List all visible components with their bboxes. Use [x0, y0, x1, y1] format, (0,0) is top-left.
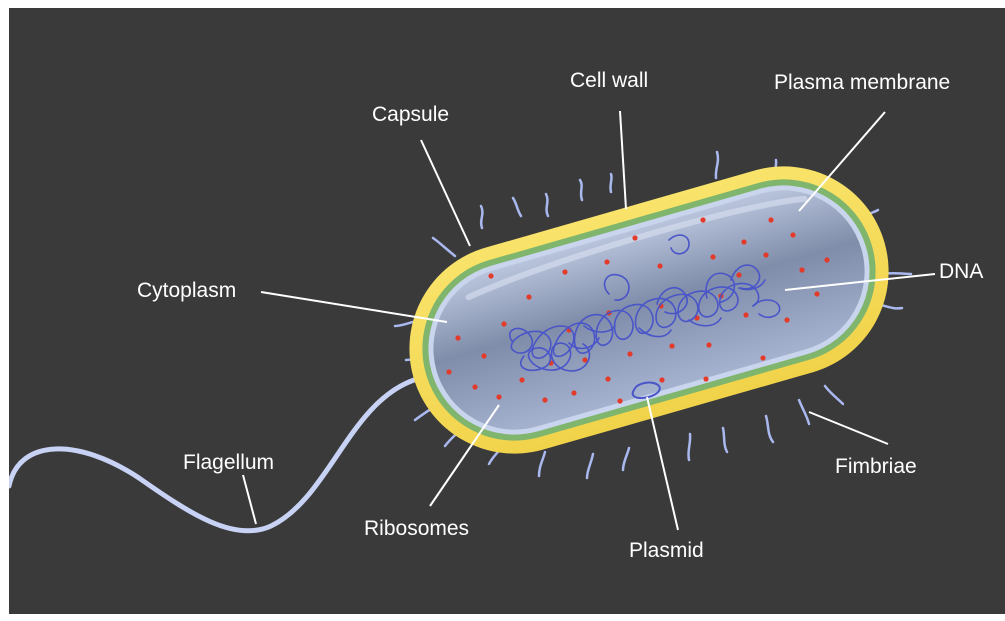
bacterial-cell-diagram: Capsule Cell wall Plasma membrane Cytopl…: [9, 8, 1005, 614]
leader-plasmid: [647, 397, 678, 530]
label-fimbriae: Fimbriae: [835, 456, 917, 477]
leader-capsule: [421, 140, 470, 246]
label-plasma-membrane: Plasma membrane: [774, 72, 950, 93]
leader-fimbriae: [809, 412, 888, 444]
leader-flagellum: [243, 475, 256, 524]
label-flagellum: Flagellum: [183, 452, 274, 473]
leader-cell-wall: [620, 111, 626, 209]
label-ribosomes: Ribosomes: [364, 518, 469, 539]
label-capsule: Capsule: [372, 104, 449, 125]
diagram-svg: [9, 8, 1005, 614]
label-cell-wall: Cell wall: [570, 70, 648, 91]
label-plasmid: Plasmid: [629, 540, 704, 561]
label-cytoplasm: Cytoplasm: [137, 280, 236, 301]
label-dna: DNA: [939, 261, 983, 282]
